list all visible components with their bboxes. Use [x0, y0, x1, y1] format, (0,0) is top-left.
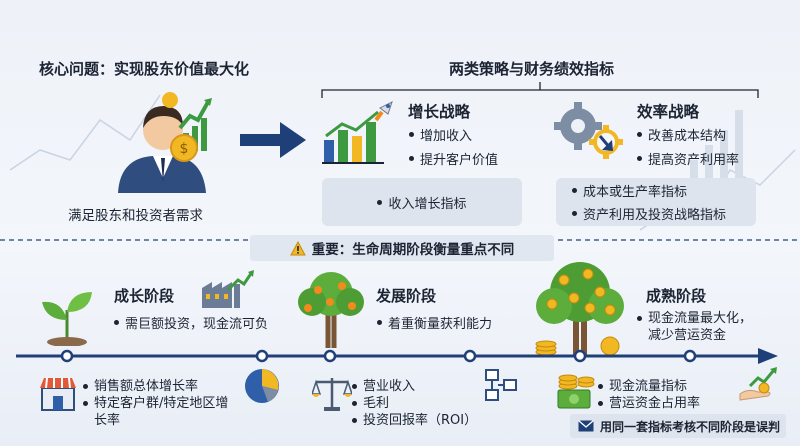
efficiency-strategy-title: 效率战略: [637, 103, 700, 121]
efficiency-metric-box: 成本或生产率指标 资产利用及投资战略指标: [556, 178, 756, 226]
list-item: 现金流量指标: [598, 378, 700, 395]
growth-stage-title: 成长阶段: [114, 287, 175, 305]
warning-banner: 用同一套指标考核不同阶段是误判: [570, 414, 786, 438]
notice-banner: 重要：生命周期阶段衡量重点不同: [250, 235, 554, 261]
list-item: 营运资金占用率: [598, 395, 700, 412]
development-stage-title: 发展阶段: [376, 287, 437, 305]
list-item: 增加收入: [409, 125, 498, 144]
growth-strategy-title: 增长战略: [408, 103, 471, 121]
strategies-bracket: [321, 82, 759, 98]
svg-text:$: $: [180, 141, 189, 157]
list-item: 成本或生产率指标: [572, 181, 756, 200]
list-item: 资产利用及投资战略指标: [572, 204, 756, 223]
flowchart-icon: [485, 369, 517, 401]
list-item: 销售额总体增长率: [83, 378, 228, 395]
core-title: 核心问题：实现股东价值最大化: [39, 60, 250, 78]
factory-growth-icon: [202, 270, 254, 308]
hand-growth-icon: [739, 367, 777, 401]
mature-stage-metrics: 现金流量指标 营运资金占用率: [598, 378, 700, 412]
list-item: 毛利: [352, 395, 477, 412]
balance-scale-icon: [312, 378, 352, 411]
money-tree-icon: [535, 262, 624, 356]
storefront-icon: [40, 377, 76, 411]
sprout-icon: [42, 292, 92, 346]
list-item: 提升客户价值: [409, 149, 498, 168]
fruit-tree-icon: [298, 272, 364, 348]
notice-text: 重要：生命周期阶段衡量重点不同: [311, 242, 515, 258]
list-item: 营业收入: [352, 378, 477, 395]
development-stage-metrics: 营业收入 毛利 投资回报率（ROI）: [352, 378, 477, 429]
strategies-title: 两类策略与财务绩效指标: [449, 60, 615, 78]
gears-icon: [554, 102, 623, 159]
list-item: 提高资产利用率: [637, 149, 739, 168]
right-arrow-icon: [240, 122, 306, 158]
mature-stage-desc: 现金流量最大化， 减少营运资金: [637, 310, 752, 344]
efficiency-strategy-items: 改善成本结构 提高资产利用率: [637, 125, 739, 168]
investor-icon: $: [118, 92, 212, 193]
warning-text: 用同一套指标考核不同阶段是误判: [600, 419, 781, 434]
envelope-icon: [578, 420, 594, 432]
development-stage-desc: 着重衡量获利能力: [377, 313, 492, 332]
mature-stage-title: 成熟阶段: [646, 287, 707, 305]
timeline-arrow: [16, 348, 778, 364]
warning-icon: [289, 240, 306, 255]
growth-metric-box: 收入增长指标: [322, 178, 522, 226]
growth-chart-icon: [322, 101, 393, 164]
list-item: 投资回报率（ROI）: [352, 412, 477, 429]
pie-chart-icon: [245, 369, 279, 403]
list-item: 收入增长指标: [377, 193, 467, 212]
cash-coins-icon: [557, 374, 595, 409]
list-item: 特定客户群/特定地区增: [83, 395, 228, 412]
growth-stage-desc: 需巨额投资，现金流可负: [114, 313, 268, 332]
core-caption: 满足股东和投资者需求: [68, 208, 203, 224]
list-item: 改善成本结构: [637, 125, 739, 144]
growth-strategy-items: 增加收入 提升客户价值: [409, 125, 498, 168]
growth-stage-metrics: 销售额总体增长率 特定客户群/特定地区增 长率: [83, 378, 228, 429]
